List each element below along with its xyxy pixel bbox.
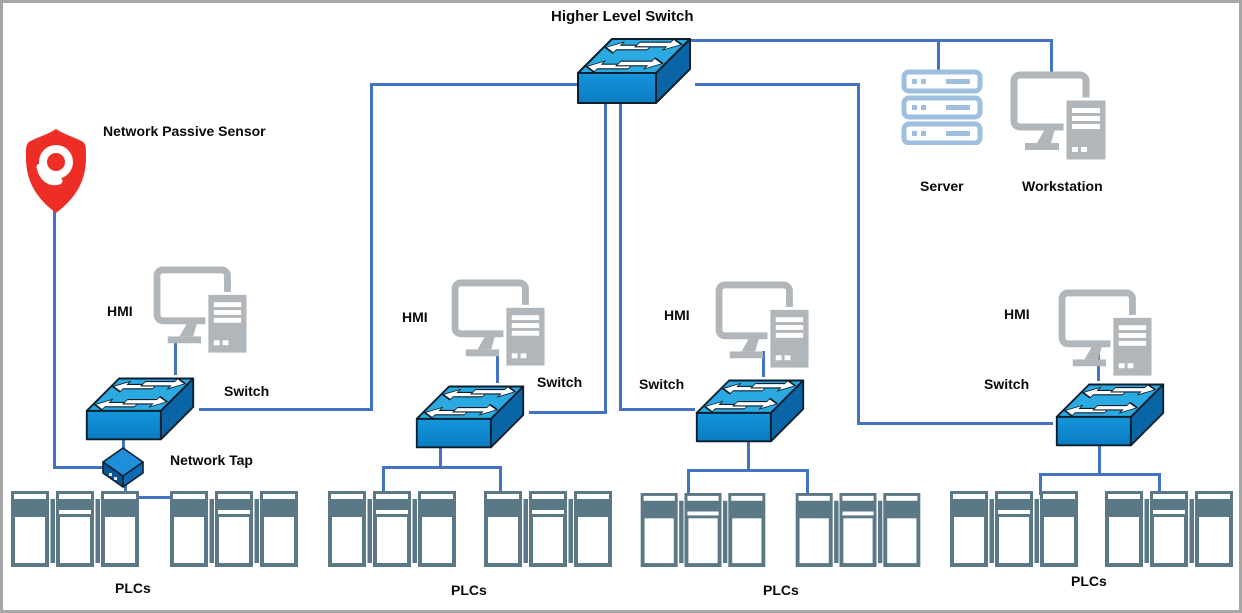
line-switch2-plc-left bbox=[382, 466, 385, 493]
line-hls-drop2 bbox=[619, 103, 622, 411]
hmi-label-3: HMI bbox=[664, 307, 690, 323]
hmi-workstation-icon bbox=[449, 279, 553, 369]
line-hmi3-drop bbox=[762, 351, 765, 377]
plcs-label-4: PLCs bbox=[1071, 573, 1107, 589]
line-switch2-plc-bar bbox=[382, 466, 502, 469]
line-to-switch1 bbox=[199, 408, 373, 411]
hmi-label-2: HMI bbox=[402, 309, 428, 325]
hmi-label-1: HMI bbox=[107, 303, 133, 319]
hmi-workstation-icon bbox=[151, 266, 255, 356]
line-hls-drop1 bbox=[604, 103, 607, 414]
switch-label-4: Switch bbox=[984, 376, 1030, 392]
qualys-shield-icon bbox=[23, 127, 89, 215]
line-switch2-plc-right bbox=[499, 466, 502, 493]
switch-icon bbox=[689, 371, 811, 447]
line-server-drop bbox=[937, 39, 940, 71]
line-switch1-to-tap bbox=[122, 436, 125, 452]
hmi-workstation-icon bbox=[713, 281, 817, 371]
line-switch4-plc-right bbox=[1158, 473, 1161, 495]
server-label: Server bbox=[920, 178, 964, 194]
switch-icon bbox=[1049, 375, 1171, 451]
plcs-label-1: PLCs bbox=[115, 580, 151, 596]
line-hls-left-horizontal bbox=[370, 83, 581, 86]
line-hmi1-drop bbox=[174, 343, 177, 375]
server-icon bbox=[901, 69, 983, 145]
line-tap-plc-branch bbox=[124, 496, 172, 499]
plc-bank-icon bbox=[170, 491, 298, 567]
plc-bank-icon bbox=[950, 491, 1078, 567]
switch-label-2: Switch bbox=[537, 374, 583, 390]
plcs-label-3: PLCs bbox=[763, 582, 799, 598]
line-sensor-to-tap bbox=[53, 466, 105, 469]
line-switch3-plc-bar bbox=[687, 469, 809, 472]
line-switch3-plc-right bbox=[806, 469, 809, 495]
line-tap-to-plc bbox=[124, 479, 127, 495]
switch-label-3: Switch bbox=[639, 376, 685, 392]
line-switch4-vertical bbox=[857, 83, 860, 425]
workstation-icon bbox=[1009, 71, 1113, 163]
hmi-workstation-icon bbox=[1056, 289, 1160, 379]
network-tap-icon bbox=[100, 447, 146, 489]
line-switch4-plc-bar bbox=[1039, 473, 1161, 476]
higher-level-switch-label: Higher Level Switch bbox=[551, 8, 694, 25]
line-workstation-drop bbox=[1050, 39, 1053, 73]
line-hmi4-drop bbox=[1097, 353, 1100, 381]
line-hls-right-horizontal bbox=[695, 83, 860, 86]
higher-level-switch-icon bbox=[573, 29, 695, 109]
line-sensor-down bbox=[53, 211, 56, 469]
line-hmi2-drop bbox=[496, 351, 499, 383]
line-hls-top-right bbox=[691, 39, 1053, 42]
line-to-switch3 bbox=[619, 408, 695, 411]
line-switch3-plc-left bbox=[687, 469, 690, 495]
line-switch4-plc-stem bbox=[1098, 446, 1101, 475]
workstation-label: Workstation bbox=[1022, 178, 1103, 194]
line-switch4-plc-left bbox=[1039, 473, 1042, 495]
network-tap-label: Network Tap bbox=[170, 452, 253, 468]
plc-bank-icon bbox=[328, 491, 456, 567]
line-hls-left-vertical bbox=[370, 83, 373, 411]
line-switch2-plc-stem bbox=[439, 446, 442, 468]
line-to-switch4 bbox=[857, 422, 1053, 425]
plcs-label-2: PLCs bbox=[451, 582, 487, 598]
line-switch3-plc-stem bbox=[747, 441, 750, 471]
network-passive-sensor-label: Network Passive Sensor bbox=[103, 123, 266, 139]
plc-bank-icon bbox=[484, 491, 612, 567]
plc-bank-icon bbox=[794, 493, 922, 567]
plc-bank-icon bbox=[1105, 491, 1233, 567]
plc-bank-icon bbox=[11, 491, 139, 567]
hmi-label-4: HMI bbox=[1004, 306, 1030, 322]
switch-label-1: Switch bbox=[224, 383, 270, 399]
switch-icon bbox=[79, 369, 201, 445]
switch-icon bbox=[409, 377, 531, 453]
line-to-switch2 bbox=[529, 411, 607, 414]
plc-bank-icon bbox=[639, 493, 767, 567]
